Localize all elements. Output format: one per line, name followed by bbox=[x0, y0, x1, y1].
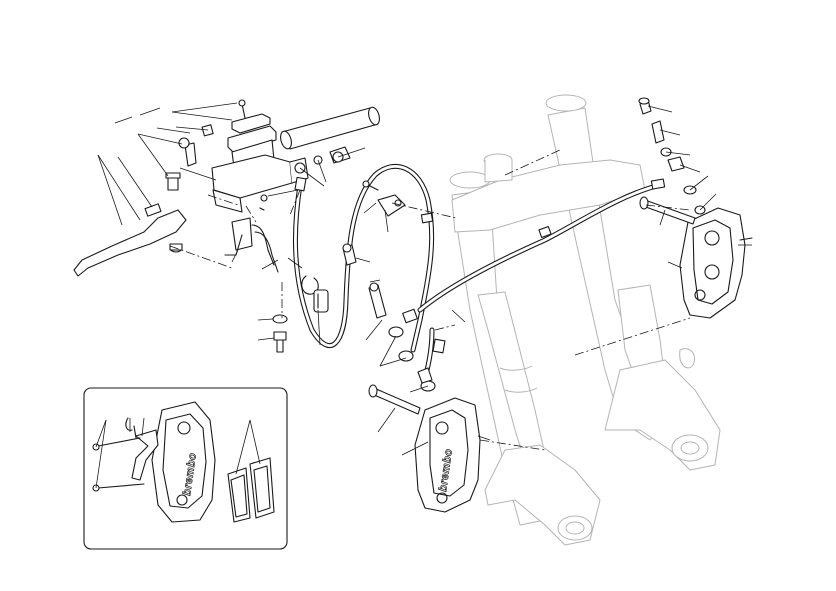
union-fittings bbox=[342, 243, 436, 392]
brake-lever bbox=[73, 209, 187, 277]
upper-triple-clamp bbox=[451, 159, 646, 233]
handlebar bbox=[280, 106, 380, 150]
left-caliper: brembo bbox=[368, 384, 481, 513]
reservoir-lid bbox=[227, 125, 277, 154]
right-caliper bbox=[638, 97, 753, 319]
hose-guide bbox=[362, 180, 406, 217]
left-fork-top-cap bbox=[449, 171, 491, 189]
alignment-lines bbox=[169, 149, 691, 451]
reservoir-cap bbox=[231, 113, 271, 134]
inset-detail: brembo bbox=[83, 387, 288, 550]
master-cylinder bbox=[73, 99, 351, 277]
cylinder-body bbox=[211, 154, 293, 199]
front-fork-ghost bbox=[449, 94, 721, 546]
brake-light-switch bbox=[231, 217, 253, 251]
brake-hoses bbox=[292, 163, 666, 381]
clamp-bracket bbox=[212, 189, 243, 213]
mount-bolt bbox=[272, 314, 288, 353]
hose-clip bbox=[301, 275, 329, 313]
right-fork-top-cap bbox=[545, 94, 587, 112]
callout-leaders bbox=[95, 102, 752, 489]
